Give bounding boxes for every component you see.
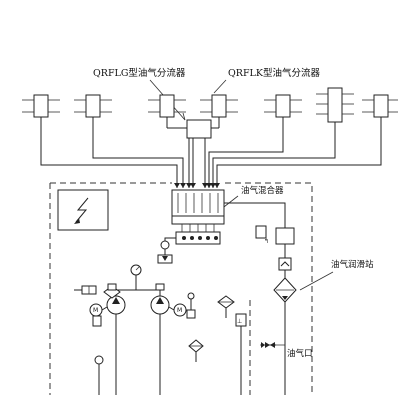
pump-unit: M M — [74, 264, 196, 345]
air-line — [224, 202, 286, 228]
oil-manifold — [175, 224, 221, 245]
right-switch — [255, 225, 267, 239]
qrflg-splitter-block — [186, 119, 212, 139]
distributor-7 — [362, 94, 398, 118]
pipe-network — [40, 117, 382, 188]
svg-text:M: M — [93, 307, 98, 314]
lightning-icon — [75, 197, 89, 223]
enclosure-right — [225, 182, 313, 395]
distributor-3 — [148, 94, 186, 118]
oil-air-mixer — [171, 189, 225, 225]
filter-drain-icon — [282, 296, 288, 300]
label-outlet: 油气口 — [287, 348, 313, 359]
bottom-gauge-icon — [94, 355, 104, 365]
leader-station — [299, 271, 334, 291]
right-filter — [186, 309, 196, 319]
air-inlet-arrow-icon — [265, 342, 270, 348]
svg-text:M: M — [177, 307, 182, 314]
pressure-gauge-icon — [160, 240, 170, 250]
leader-qrflg-arrow — [182, 112, 186, 121]
right-gauge-icon — [187, 292, 195, 300]
distributor-1 — [22, 94, 60, 118]
air-valve — [275, 227, 295, 245]
distributor-5 — [264, 94, 302, 118]
oil-feed-line — [164, 237, 176, 262]
distributor-row — [22, 87, 398, 123]
check-valve-1 — [107, 283, 117, 291]
svg-text:⊥: ⊥ — [237, 318, 242, 325]
lightning-arrow-icon — [74, 218, 80, 224]
valve-arrow-icon — [162, 256, 168, 261]
bottom-components — [94, 339, 276, 395]
distributor-6 — [316, 87, 354, 123]
distributor-2 — [74, 94, 112, 118]
lower-components: ⊥ — [217, 225, 267, 395]
level-switch — [92, 315, 102, 327]
solenoid-valve — [278, 257, 292, 271]
label-mixer: 油气混合器 — [241, 185, 284, 196]
check-valve-2 — [155, 283, 165, 291]
distributor-4 — [200, 94, 238, 118]
leader-qrflk — [213, 79, 227, 94]
label-qrflg: QRFLG型油气分流器 — [93, 67, 186, 79]
label-qrflk: QRFLK型油气分流器 — [228, 67, 320, 79]
solenoid-arrow-icon — [280, 261, 290, 267]
label-station: 油气润滑站 — [331, 259, 374, 270]
valve-symbol: ↰ — [264, 238, 269, 245]
mixer-inlet-arrows — [174, 183, 220, 188]
